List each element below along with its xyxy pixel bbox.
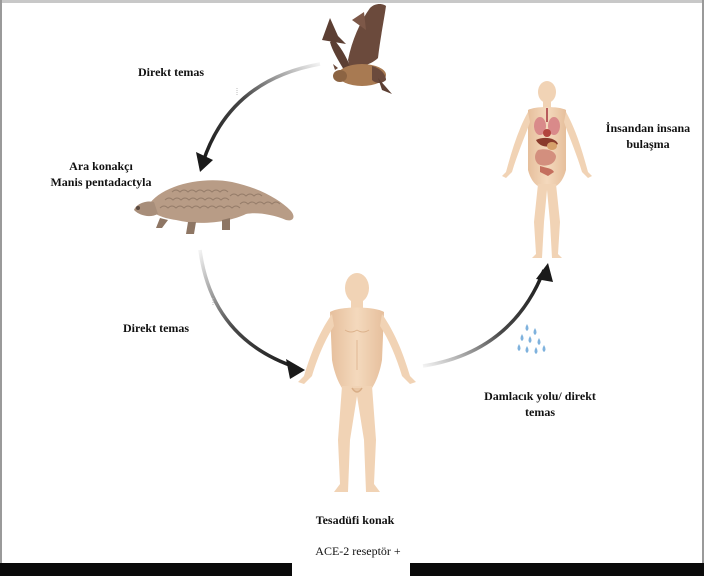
label-direct-contact-top: Direkt temas xyxy=(138,64,204,80)
label-intermediate-host: Ara konakçı Manis pentadactyla xyxy=(26,158,176,190)
label-incidental-host: Tesadüfi konak xyxy=(300,512,410,528)
label-human-to-human: İnsandan insana bulaşma xyxy=(600,120,696,152)
label-direct-contact-left: Direkt temas xyxy=(123,320,189,336)
label-intermediate-host-line2: Manis pentadactyla xyxy=(26,174,176,190)
human-with-organs-icon xyxy=(502,81,592,258)
bat-icon xyxy=(322,4,392,94)
arrow-bat-to-pangolin xyxy=(196,64,320,172)
arrow-human-to-human xyxy=(423,263,553,366)
arrow-pangolin-to-human xyxy=(200,250,305,379)
human-figure-icon xyxy=(298,273,416,492)
label-droplet-route-line1: Damlacık yolu/ direkt xyxy=(470,388,610,404)
label-human-to-human-line1: İnsandan insana xyxy=(600,120,696,136)
bottom-border-gap xyxy=(292,563,410,576)
label-intermediate-host-line1: Ara konakçı xyxy=(26,158,176,174)
water-droplets-icon xyxy=(518,324,546,354)
label-droplet-route: Damlacık yolu/ direkt temas xyxy=(470,388,610,420)
label-droplet-route-line2: temas xyxy=(470,404,610,420)
label-receptor: ACE-2 reseptör + xyxy=(298,543,418,559)
label-human-to-human-line2: bulaşma xyxy=(600,136,696,152)
